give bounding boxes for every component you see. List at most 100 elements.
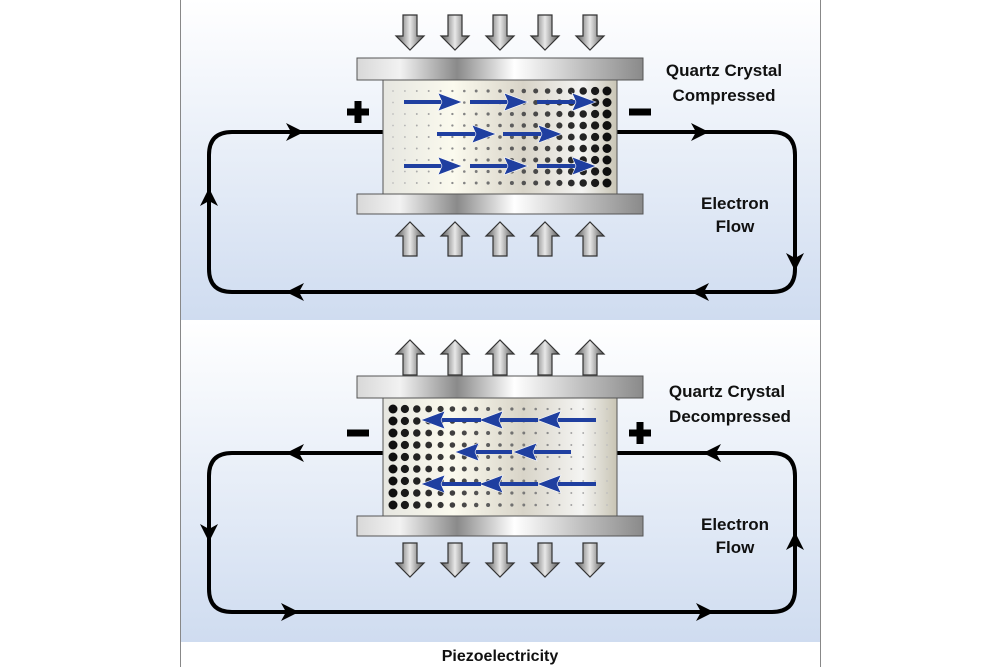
charge-dot (533, 157, 539, 163)
charge-dot (400, 452, 410, 462)
charge-dot (474, 170, 478, 173)
charge-dot (498, 158, 502, 162)
charge-dot (510, 443, 514, 447)
charge-dot (413, 405, 421, 413)
charge-dot (415, 124, 418, 127)
charge-dot (534, 431, 537, 435)
charge-dot (579, 87, 587, 95)
charge-dot (521, 123, 527, 128)
charge-dot (486, 454, 491, 460)
charge-dot (590, 121, 600, 130)
charge-dot (498, 89, 502, 93)
charge-dot (533, 123, 539, 128)
charge-dot (533, 100, 539, 105)
charge-dot (451, 147, 454, 150)
charge-dot (556, 156, 563, 164)
charge-dot (606, 444, 608, 446)
charge-dot (498, 443, 502, 447)
charge-dot (427, 113, 430, 115)
charge-dot (486, 169, 490, 174)
charge-dot (570, 456, 573, 458)
crystal-state-label: Decompressed (669, 407, 791, 426)
charge-dot (556, 145, 563, 152)
charge-dot (451, 158, 454, 162)
charge-dot (558, 455, 561, 459)
charge-dot (451, 135, 454, 139)
charge-dot (510, 431, 514, 435)
force-arrow-up-icon (439, 339, 471, 376)
charge-dot (449, 466, 456, 472)
charge-dot (474, 112, 478, 116)
force-arrow-down-icon (439, 14, 471, 51)
charge-dot (439, 135, 442, 139)
charge-dot (606, 492, 608, 494)
charge-dot (486, 490, 491, 496)
charge-dot (425, 405, 433, 413)
crystal-state-label: Compressed (673, 86, 776, 105)
charge-dot (521, 180, 527, 186)
charge-dot (413, 465, 421, 473)
charge-dot (415, 90, 418, 92)
force-arrow-up-icon (439, 221, 471, 257)
force-arrow-down-icon (394, 14, 426, 51)
charge-dot (425, 429, 433, 437)
charge-dot (439, 89, 442, 93)
charge-dot (498, 181, 502, 185)
force-arrow-up-icon (574, 339, 606, 376)
charge-dot (388, 416, 398, 426)
charge-dot (473, 430, 479, 436)
charge-dot (427, 159, 430, 161)
charge-dot (579, 121, 587, 130)
charge-dot (427, 90, 430, 92)
charge-dot (509, 180, 514, 186)
charge-dot (498, 455, 502, 459)
charge-dot (451, 112, 454, 116)
charge-dot (498, 467, 502, 471)
force-arrow-down-icon (529, 542, 561, 578)
charge-dot (602, 86, 612, 96)
charge-dot (602, 144, 612, 153)
charge-dot (474, 181, 478, 185)
charge-dot (449, 430, 456, 436)
charge-dot (521, 88, 527, 94)
force-arrow-up-icon (394, 221, 426, 257)
charge-dot (473, 490, 479, 496)
charge-dot (498, 112, 502, 116)
charge-dot (579, 179, 587, 187)
charge-dot (606, 408, 608, 410)
bottom-electrode-plate (356, 193, 644, 215)
charge-dot (590, 178, 600, 188)
charge-dot (392, 159, 394, 161)
charge-dot (590, 167, 600, 176)
charge-dot (544, 145, 551, 152)
charge-dot (570, 492, 573, 494)
charge-dot (486, 466, 491, 472)
charge-dot (606, 432, 608, 434)
charge-dot (558, 503, 561, 507)
electron-arrow-icon (471, 124, 497, 144)
charge-dot (510, 455, 514, 459)
charge-dot (403, 147, 406, 150)
charge-dot (544, 180, 551, 186)
electron-arrow-icon (571, 92, 597, 112)
charge-dot (509, 146, 514, 151)
charge-dot (522, 503, 526, 507)
charge-dot (425, 489, 433, 497)
charge-dot (449, 454, 456, 460)
charge-dot (590, 132, 600, 142)
charge-dot (594, 456, 597, 458)
charge-dot (463, 89, 466, 93)
charge-dot (463, 112, 466, 116)
flow-arrow-icon (200, 188, 218, 206)
charge-dot (544, 88, 551, 94)
charge-dot (546, 455, 549, 459)
electron-arrow-icon (536, 474, 562, 494)
electron-arrow-icon (537, 124, 563, 144)
electron-arrow-icon (503, 92, 529, 112)
charge-dot (474, 147, 478, 150)
charge-dot (579, 110, 587, 118)
charge-dot (461, 406, 467, 412)
charge-dot (498, 407, 502, 411)
